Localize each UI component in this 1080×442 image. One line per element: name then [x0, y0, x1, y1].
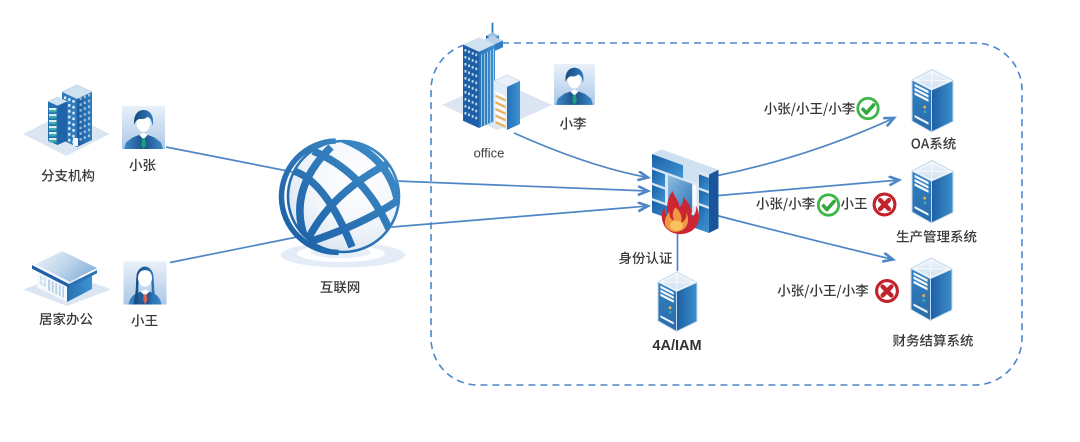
svg-text:office: office — [474, 146, 505, 161]
svg-text:4A/IAM: 4A/IAM — [652, 338, 701, 354]
